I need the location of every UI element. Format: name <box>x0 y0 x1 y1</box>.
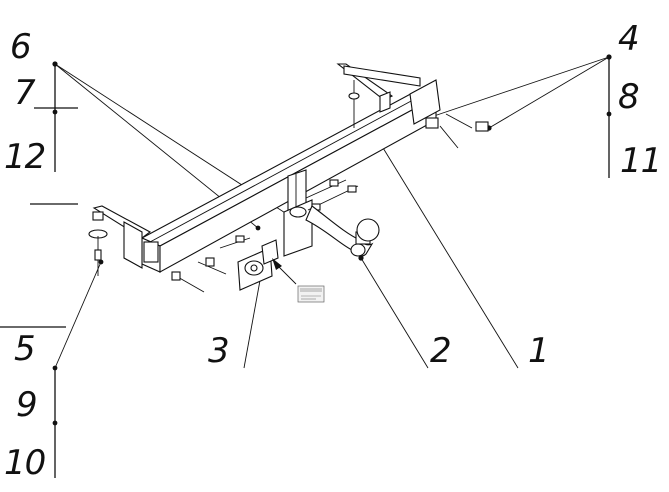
tow-ball-icon <box>356 218 380 242</box>
label-12: 12 <box>4 137 45 177</box>
label-2: 2 <box>430 331 451 371</box>
callout-brackets <box>0 54 612 478</box>
label-11: 11 <box>620 141 661 181</box>
leader-lines <box>54 56 610 369</box>
license-plate-icon <box>297 285 325 303</box>
label-1: 1 <box>528 331 549 371</box>
label-5: 5 <box>14 329 35 369</box>
label-4: 4 <box>618 19 639 59</box>
callout-labels: 6 7 12 5 9 10 4 8 11 3 2 1 <box>4 19 662 483</box>
label-6: 6 <box>10 27 31 67</box>
label-3: 3 <box>208 331 229 371</box>
label-9: 9 <box>16 385 37 425</box>
label-7: 7 <box>14 73 36 113</box>
socket-plate <box>237 239 297 291</box>
tow-ball-arm <box>305 205 380 257</box>
label-10: 10 <box>4 443 45 483</box>
label-8: 8 <box>618 77 639 117</box>
center-bracket <box>171 169 359 293</box>
